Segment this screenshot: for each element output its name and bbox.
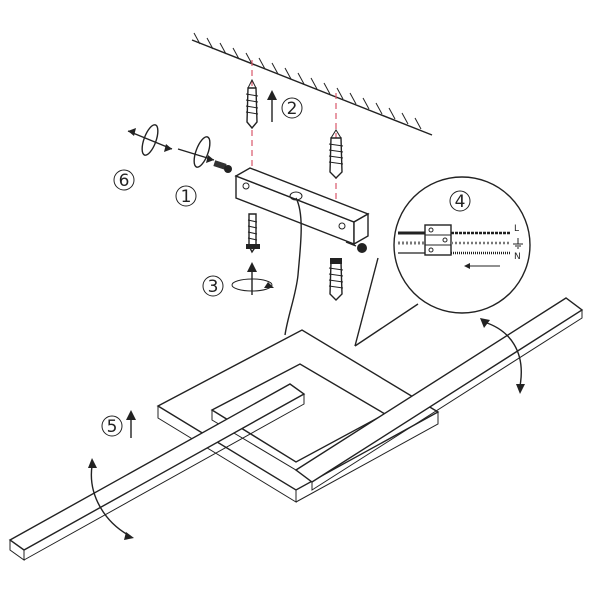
svg-text:6: 6 xyxy=(119,171,130,191)
ceiling-hatch xyxy=(191,32,433,136)
wires-icon xyxy=(398,231,510,269)
svg-text:1: 1 xyxy=(181,187,192,207)
step-2-label: 2 xyxy=(281,97,303,119)
step-6-label: 6 xyxy=(113,169,135,191)
screw-small-icon xyxy=(213,160,232,173)
earth-symbol-icon xyxy=(513,238,523,249)
svg-text:3: 3 xyxy=(208,277,219,297)
terminal-block-icon xyxy=(424,224,452,256)
wall-plug-lower xyxy=(328,258,344,301)
up-arrow-icon xyxy=(267,90,277,122)
step-1-label: 1 xyxy=(175,185,197,207)
live-label: L xyxy=(514,224,519,234)
screw-bracket-icon xyxy=(345,241,367,253)
neutral-label: N xyxy=(514,252,521,262)
washer-right-icon xyxy=(177,136,215,168)
washer-left-icon xyxy=(127,124,173,156)
wiring-callout: 4 L N xyxy=(354,176,531,347)
svg-text:4: 4 xyxy=(455,192,466,212)
rotation-arrow-left-icon xyxy=(88,458,134,540)
wall-plug-right xyxy=(328,129,344,179)
svg-text:5: 5 xyxy=(107,417,118,437)
step-5-label: 5 xyxy=(101,415,123,437)
step-3-label: 3 xyxy=(202,275,224,297)
svg-text:2: 2 xyxy=(287,99,298,119)
rotation-arrow-right-icon xyxy=(480,318,525,394)
led-light-fixture xyxy=(8,297,584,561)
power-cable xyxy=(284,197,302,336)
wall-plug-left xyxy=(245,78,259,130)
up-arrow-step5-icon xyxy=(126,410,136,438)
step-4-label: 4 xyxy=(449,190,471,212)
rotation-arrow-icon xyxy=(231,262,274,295)
mounting-bracket xyxy=(234,167,370,246)
screw-left-lower xyxy=(246,213,260,254)
